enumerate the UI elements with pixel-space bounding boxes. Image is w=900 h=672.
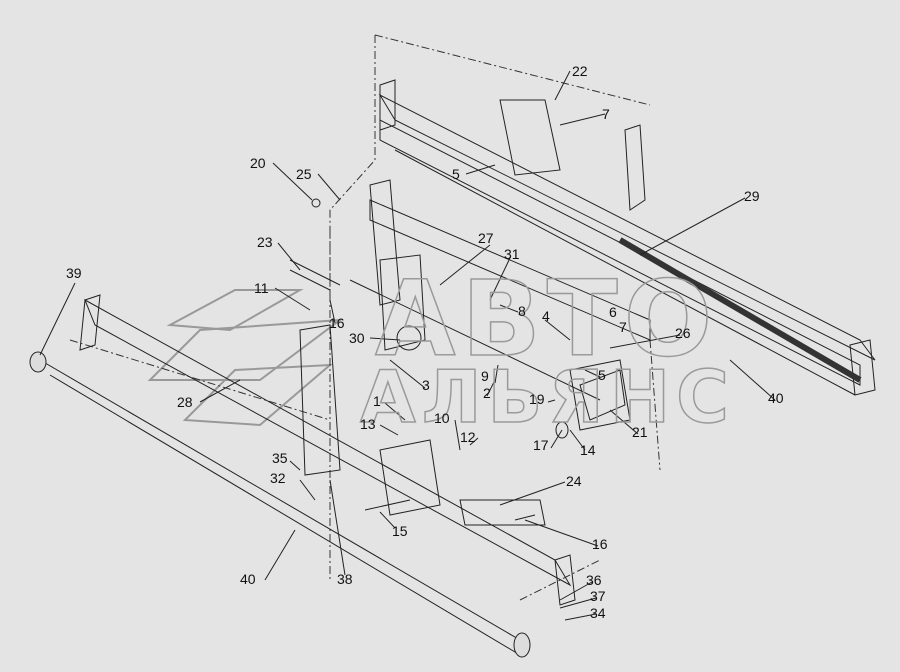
- callout-8: 8: [518, 303, 526, 319]
- front-frame: [79, 294, 576, 606]
- callout-35: 35: [272, 450, 288, 466]
- callout-32: 32: [270, 470, 286, 486]
- callout-28: 28: [177, 394, 193, 410]
- callout-16: 16: [329, 315, 345, 331]
- callout-9: 9: [481, 368, 489, 384]
- callout-2: 2: [483, 385, 491, 401]
- callout-40b: 40: [240, 571, 256, 587]
- callout-15: 15: [392, 523, 408, 539]
- callout-19: 19: [529, 391, 545, 407]
- callout-22: 22: [572, 63, 588, 79]
- callout-16b: 16: [592, 536, 608, 552]
- rear-frame: [378, 79, 876, 396]
- watermark-text-avto: АВТО: [374, 257, 719, 381]
- callout-11: 11: [254, 280, 269, 296]
- callout-39: 39: [66, 265, 82, 281]
- callout-20: 20: [250, 155, 266, 171]
- middle-frame: [349, 179, 651, 431]
- leader-lines: [39, 70, 776, 621]
- callout-24: 24: [566, 473, 582, 489]
- watermark-text-alyans: АЛЬЯНС: [359, 354, 735, 440]
- callout-10: 10: [434, 410, 450, 426]
- callout-1: 1: [373, 393, 381, 409]
- callout-17: 17: [533, 437, 549, 453]
- callout-27: 27: [478, 230, 494, 246]
- callout-14: 14: [580, 442, 596, 458]
- callout-29: 29: [744, 188, 760, 204]
- callout-31: 31: [504, 246, 520, 262]
- callout-4: 4: [542, 308, 550, 324]
- callout-25: 25: [296, 166, 312, 182]
- callout-36: 36: [586, 572, 602, 588]
- callout-26: 26: [675, 325, 691, 341]
- callout-7: 7: [602, 106, 610, 122]
- callout-3: 3: [422, 377, 430, 393]
- callout-5b: 5: [598, 367, 606, 383]
- callout-30: 30: [349, 330, 365, 346]
- front-roller: [29, 351, 531, 658]
- small-parts: [289, 198, 626, 521]
- callout-37: 37: [590, 588, 606, 604]
- callout-5: 5: [452, 166, 460, 182]
- callout-7b: 7: [619, 319, 627, 335]
- callout-13: 13: [360, 416, 376, 432]
- callout-23: 23: [257, 234, 273, 250]
- callout-34: 34: [590, 605, 606, 621]
- callout-12: 12: [460, 429, 476, 445]
- callout-21: 21: [632, 424, 648, 440]
- callout-40: 40: [768, 390, 784, 406]
- callout-6: 6: [609, 304, 617, 320]
- callout-38: 38: [337, 571, 353, 587]
